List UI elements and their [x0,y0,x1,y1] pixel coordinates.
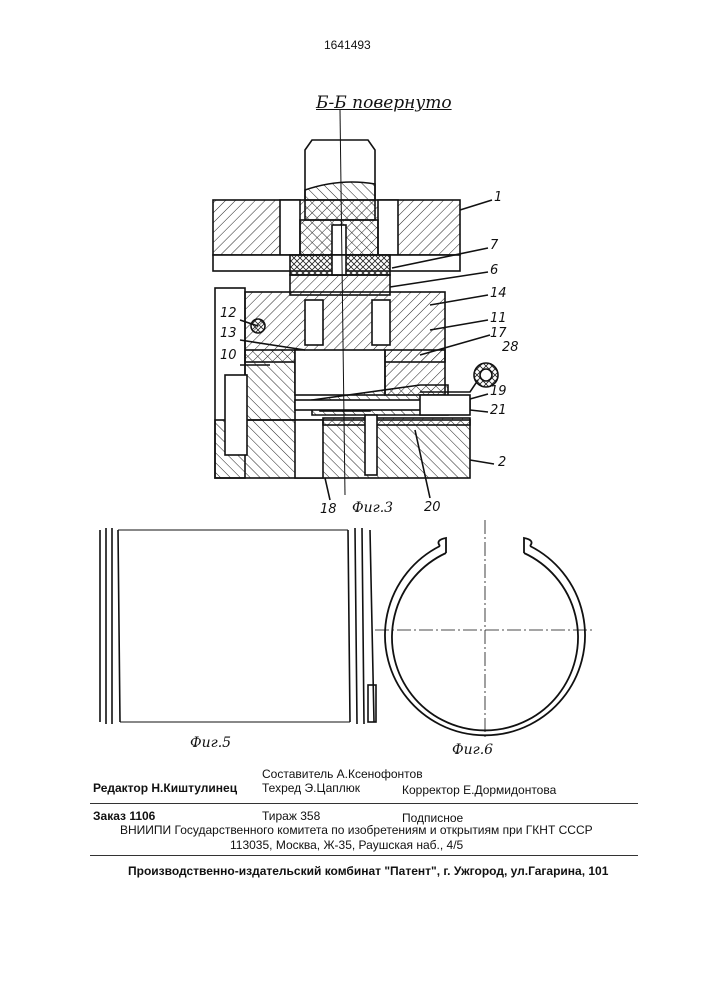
corrector: Корректор Е.Дормидонтова [402,783,556,797]
label-11: 11 [490,311,507,326]
label-2: 2 [498,455,506,470]
label-28: 28 [502,340,519,355]
compiler: Составитель А.Ксенофонтов [262,767,423,781]
label-7: 7 [490,238,498,253]
figure-6-drawing [375,520,595,740]
label-12: 12 [220,306,237,321]
publisher: Производственно-издательский комбинат "П… [128,864,608,878]
organization: ВНИИПИ Государственного комитета по изоб… [120,823,593,837]
figure-6-caption: Фиг.6 [452,742,493,758]
figure-5-caption: Фиг.5 [190,735,231,751]
editor: Редактор Н.Киштулинец [93,781,237,795]
techred: Техред Э.Цаплюк [262,781,360,795]
figure-3-caption: Фиг.3 [352,500,393,516]
label-19: 19 [490,384,507,399]
label-14: 14 [490,286,507,301]
label-21: 21 [490,403,507,418]
label-13: 13 [220,326,237,341]
label-20: 20 [424,500,441,515]
order: Заказ 1106 [93,809,155,823]
label-6: 6 [490,263,498,278]
label-17: 17 [490,326,507,341]
address: 113035, Москва, Ж-35, Раушская наб., 4/5 [230,838,463,852]
figure-5-drawing [100,528,376,724]
label-18: 18 [320,502,337,517]
label-1: 1 [494,190,502,205]
circulation: Тираж 358 [262,809,320,823]
label-10: 10 [220,348,237,363]
